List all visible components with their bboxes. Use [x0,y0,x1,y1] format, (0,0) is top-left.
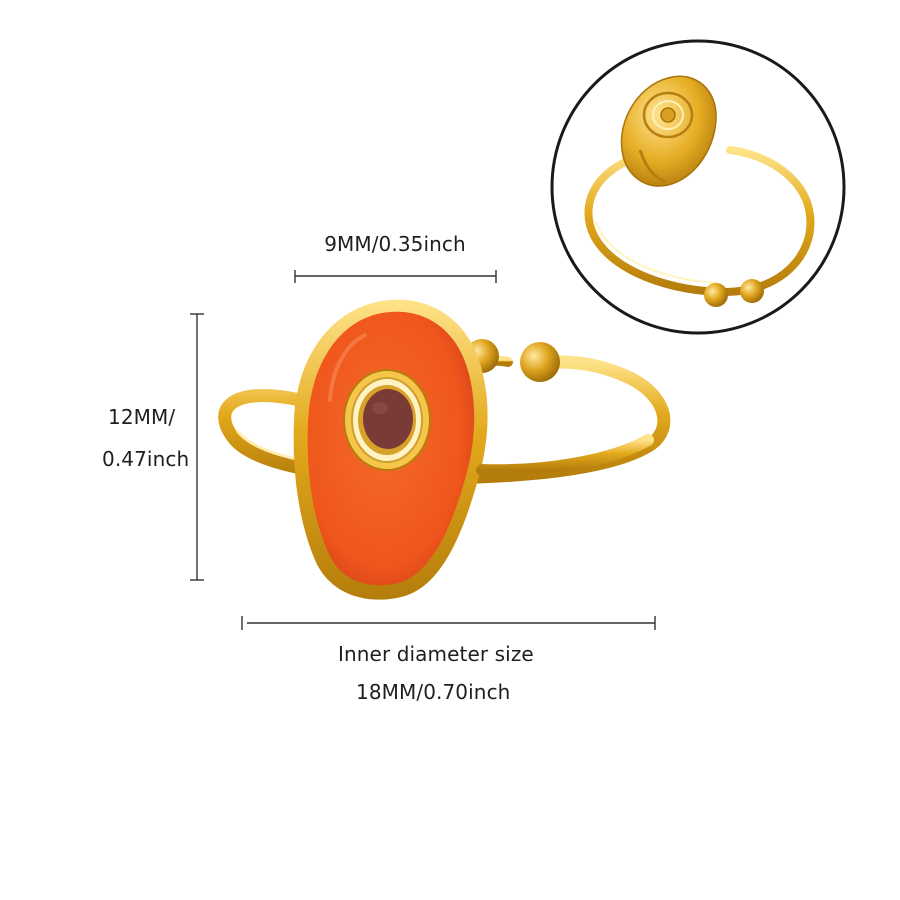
main-ring [218,299,671,600]
measure-inner-diameter [241,616,656,630]
inner-diameter-label: Inner diameter size [338,642,534,666]
ring-center-stone [363,389,413,449]
height-label-line1: 12MM/ [108,405,176,429]
measure-width [294,270,497,283]
inset-ball-end-left [704,283,728,307]
inset-circle-frame [550,39,846,335]
inset-back-view [550,39,846,335]
measure-height [190,313,204,581]
height-label-line2: 0.47inch [102,447,190,471]
inset-ball-end-right [740,279,764,303]
inner-diameter-value: 18MM/0.70inch [356,680,511,704]
inset-ring-face-back [620,75,717,187]
width-label: 9MM/0.35inch [324,232,466,256]
ring-ball-end-right [520,342,560,382]
